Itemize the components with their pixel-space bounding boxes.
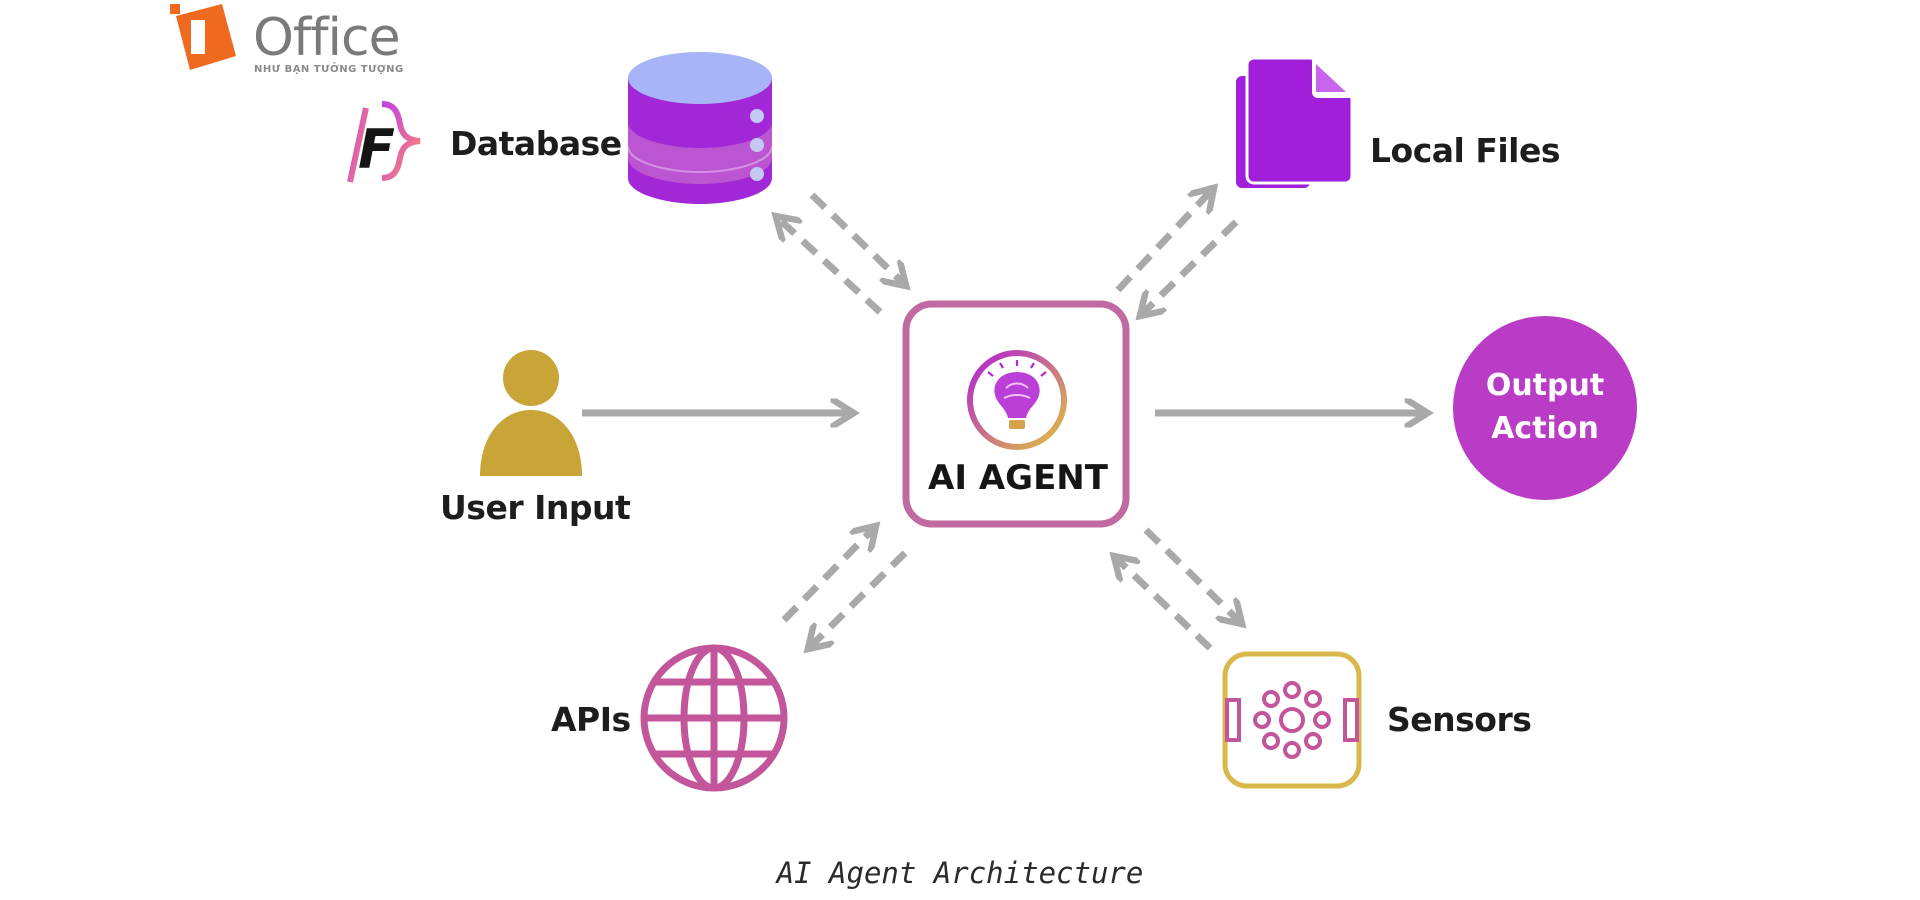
database-label: Database <box>450 124 622 163</box>
fusion-logo-letter: F <box>358 118 395 181</box>
sensors-label: Sensors <box>1387 700 1532 739</box>
arrow-database-to-agent <box>809 192 902 282</box>
user-icon <box>480 350 582 476</box>
diagram-caption: AI Agent Architecture <box>776 856 1144 890</box>
arrow-agent-to-sensors <box>1143 527 1238 620</box>
output-action-line1: Output <box>1485 368 1605 403</box>
database-icon <box>627 52 773 204</box>
arrow-agent-to-apis <box>812 550 908 645</box>
brain-lightbulb-icon <box>967 350 1067 450</box>
logo-tagline: NHƯ BẠN TƯỞNG TƯỢNG <box>254 64 404 75</box>
apis-label: APIs <box>551 700 631 739</box>
globe-icon <box>640 644 788 792</box>
logo-wordmark: Office <box>253 8 401 68</box>
output-action-label: Output Action <box>1455 364 1635 450</box>
output-action-line2: Action <box>1491 411 1599 446</box>
arrow-apis-to-agent <box>781 530 872 623</box>
office-logo-icon <box>170 4 236 70</box>
fusion-logo-icon: F <box>347 101 421 183</box>
arrow-files-to-agent <box>1144 219 1239 312</box>
ai-agent-node <box>902 300 1130 528</box>
user-input-label: User Input <box>440 488 631 527</box>
arrow-agent-to-files <box>1115 192 1210 293</box>
arrow-sensors-to-agent <box>1118 560 1213 651</box>
arrows <box>582 192 1422 648</box>
ai-agent-label: AI AGENT <box>928 458 1108 498</box>
files-icon <box>1236 56 1354 188</box>
arrow-agent-to-database <box>780 220 883 315</box>
local-files-label: Local Files <box>1370 131 1561 170</box>
sensor-icon <box>1222 651 1362 789</box>
output-action-circle <box>1453 316 1637 500</box>
